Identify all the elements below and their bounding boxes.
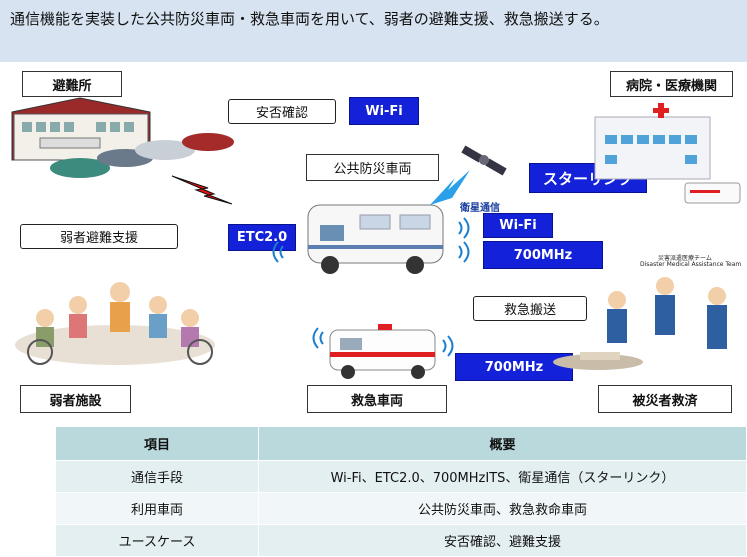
- satellite-label: 衛星通信: [460, 203, 500, 214]
- table-cell: 通信手段: [55, 460, 259, 493]
- dmat-caption-line2: Disaster Medical Assistance Team: [640, 261, 742, 268]
- label-public-vehicle: 公共防災車両: [306, 154, 439, 181]
- tag-700mhz-vehicle: 700MHz: [483, 241, 603, 269]
- table-header-row: 項目 概要: [55, 426, 747, 461]
- tag-700mhz-ambulance: 700MHz: [455, 353, 573, 381]
- table-cell: 利用車両: [55, 492, 259, 525]
- link-bolt-icon-2: [430, 170, 470, 205]
- vulnerable-people-icon: [15, 282, 215, 365]
- satellite-icon: [461, 145, 507, 176]
- table-cell: 公共防災車両、救急救命車両: [258, 492, 747, 525]
- table-cell: ユースケース: [55, 524, 259, 557]
- dmat-caption-line1: 災害派遣医療チーム: [658, 255, 712, 262]
- public-vehicle-icon: [307, 204, 444, 274]
- rescue-team-icon: [553, 277, 727, 370]
- table-row: ユースケース 安否確認、避難支援: [55, 524, 747, 557]
- tag-wifi-vehicle: Wi-Fi: [483, 213, 553, 238]
- label-shelter: 避難所: [22, 71, 122, 97]
- hospital-building-icon: [594, 103, 711, 180]
- illustration-layer: [11, 97, 741, 379]
- callout-vulnerable-support: 弱者避難支援: [20, 224, 178, 249]
- callout-safety-check: 安否確認: [228, 99, 336, 124]
- tag-etc: ETC2.0: [228, 224, 296, 251]
- table-header-item: 項目: [55, 426, 259, 461]
- callout-emergency-transport: 救急搬送: [473, 296, 587, 321]
- summary-table: 項目 概要 通信手段 Wi-Fi、ETC2.0、700MHzITS、衛星通信（ス…: [55, 426, 747, 557]
- table-row: 利用車両 公共防災車両、救急救命車両: [55, 492, 747, 525]
- parked-cars-icon: [50, 133, 234, 178]
- tag-wifi-shelter: Wi-Fi: [349, 97, 419, 125]
- table-row: 通信手段 Wi-Fi、ETC2.0、700MHzITS、衛星通信（スターリンク）: [55, 460, 747, 493]
- label-ambulance: 救急車両: [307, 385, 447, 413]
- signal-waves-icon: [272, 217, 470, 357]
- table-cell: 安否確認、避難支援: [258, 524, 747, 557]
- header-text: 通信機能を実装した公共防災車両・救急車両を用いて、弱者の避難支援、救急搬送する。: [10, 10, 609, 28]
- label-vulnerable-facility: 弱者施設: [20, 385, 131, 413]
- hospital-ambulance-icon: [684, 182, 741, 204]
- header-banner: [0, 0, 747, 62]
- table-header-overview: 概要: [258, 426, 747, 461]
- label-hospital: 病院・医療機関: [610, 71, 733, 97]
- table-cell: Wi-Fi、ETC2.0、700MHzITS、衛星通信（スターリンク）: [258, 460, 747, 493]
- label-victim-rescue: 被災者救済: [598, 385, 732, 413]
- link-bolt-icon: [171, 175, 233, 205]
- ambulance-icon: [329, 324, 436, 379]
